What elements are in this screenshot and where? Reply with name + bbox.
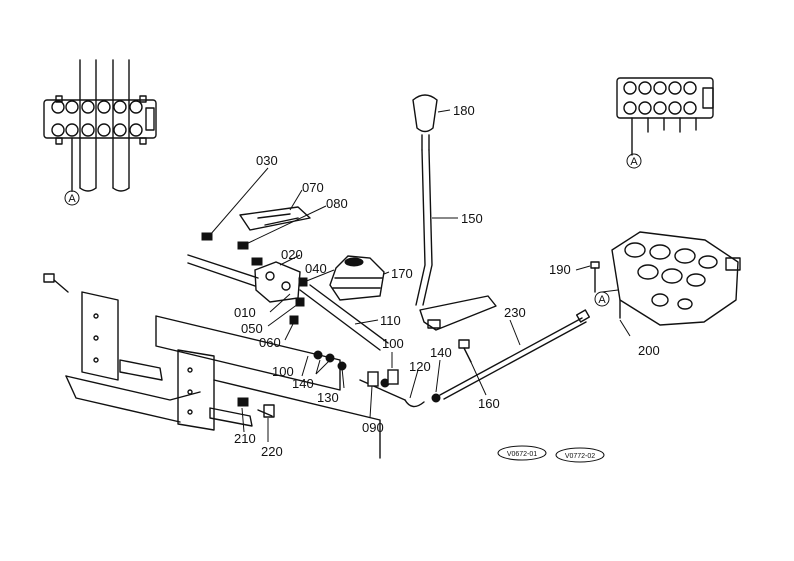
drawing-codes: V0672-01 V0772-02 xyxy=(497,445,605,463)
svg-text:A: A xyxy=(630,156,638,168)
svg-text:V0772-02: V0772-02 xyxy=(565,453,595,460)
label-050: 050 xyxy=(241,321,263,336)
label-100-right: 100 xyxy=(382,336,404,351)
bolt-150-160 xyxy=(237,397,275,418)
label-080: 080 xyxy=(326,196,348,211)
valve-top-view-right xyxy=(616,77,714,156)
svg-text:V0672-01: V0672-01 xyxy=(507,451,537,458)
label-110: 110 xyxy=(380,313,401,328)
label-130: 130 xyxy=(317,390,339,405)
bolt-left xyxy=(43,273,69,293)
label-020: 020 xyxy=(281,247,303,262)
label-170: 150 xyxy=(461,211,483,226)
label-120: 120 xyxy=(409,359,431,374)
label-230: 230 xyxy=(504,305,526,320)
label-010: 010 xyxy=(234,305,256,320)
label-060: 060 xyxy=(259,335,281,350)
part-labels: 030 070 080 020 040 170 010 050 060 110 … xyxy=(234,103,660,459)
label-180: 160 xyxy=(478,396,500,411)
label-140-right: 140 xyxy=(430,345,452,360)
mounting-frame xyxy=(65,291,381,459)
reference-mark-a-valve: A xyxy=(594,291,610,307)
label-030: 030 xyxy=(256,153,278,168)
label-090: 090 xyxy=(362,420,384,435)
leader-lines xyxy=(71,109,633,442)
reference-mark-a-left: A xyxy=(64,190,80,206)
bolt-180 xyxy=(458,339,472,363)
label-100-left: 100 xyxy=(272,364,294,379)
svg-text:A: A xyxy=(598,294,606,306)
control-cable xyxy=(439,309,591,400)
guide-plate xyxy=(239,206,311,231)
label-040: 040 xyxy=(305,261,327,276)
label-070: 070 xyxy=(302,180,324,195)
label-190: 170 xyxy=(391,266,413,281)
label-140-left: 140 xyxy=(292,376,314,391)
label-150: 210 xyxy=(234,431,256,446)
boot-190 xyxy=(329,255,385,301)
label-200: 180 xyxy=(453,103,475,118)
control-valve-assembly xyxy=(611,231,741,326)
valve-top-view-left xyxy=(43,59,157,192)
label-220: 200 xyxy=(638,343,660,358)
label-210: 190 xyxy=(549,262,571,277)
label-160: 220 xyxy=(261,444,283,459)
svg-text:A: A xyxy=(68,193,76,205)
bracket-010 xyxy=(201,232,308,325)
main-shaft xyxy=(187,254,389,351)
bolt-210 xyxy=(590,261,600,293)
control-lever xyxy=(412,94,497,331)
reference-mark-a-right: A xyxy=(626,153,642,169)
